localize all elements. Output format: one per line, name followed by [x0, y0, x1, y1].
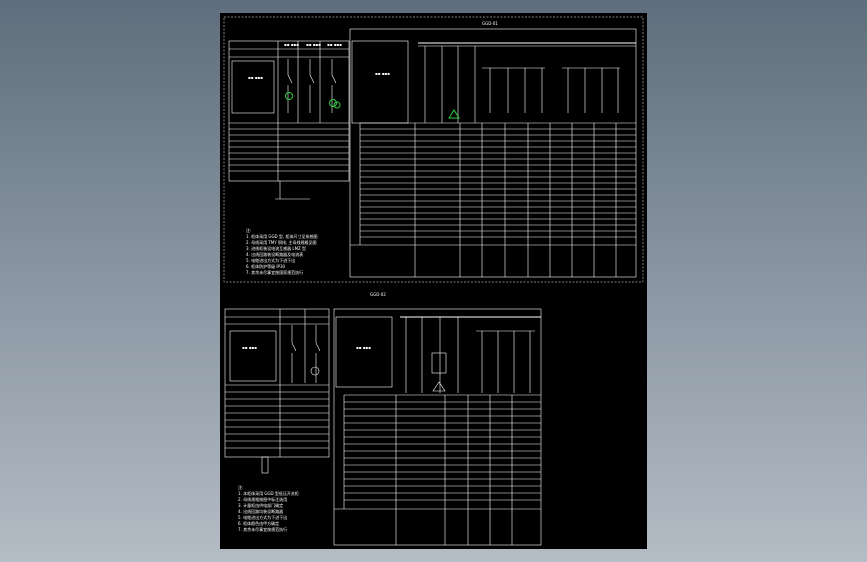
bottom-right-meter-label: ▪▪ ▪▪▪: [356, 345, 371, 350]
top-notes: 1. 柜体采用 GGD 型, 柜体尺寸见系统图 2. 母线采用 TMY 铜排, …: [246, 233, 317, 275]
bottom-note-7: 7. 其余未尽事宜按规范执行: [238, 526, 287, 532]
bottom-note-1: 1. 本柜体采用 GGD 型低压开关柜: [238, 490, 299, 496]
top-note-6: 6. 柜体防护等级 IP30: [246, 263, 285, 269]
top-left-table-rows: [229, 122, 349, 172]
top-note-2: 2. 母线采用 TMY 铜排, 主母线规格见图: [246, 239, 317, 245]
bottom-feeder-switches: [405, 317, 535, 393]
top-note-1: 1. 柜体采用 GGD 型, 柜体尺寸见系统图: [246, 233, 317, 239]
green-ct-symbols: [285, 92, 341, 109]
bottom-note-6: 6. 柜体颜色由甲方确定: [238, 520, 279, 526]
top-feeder-switches: [424, 46, 620, 123]
top-left-panel-frame: [228, 40, 350, 182]
bottom-notes-heading: 注:: [238, 484, 243, 490]
top-left-col-b: ▪▪ ▪▪▪: [306, 42, 321, 47]
bottom-note-2: 2. 母线规格按图中标注选用: [238, 496, 287, 502]
bottom-notes: 1. 本柜体采用 GGD 型低压开关柜 2. 母线规格按图中标注选用 3. 计量…: [238, 490, 299, 532]
bottom-left-panel-frame: [224, 308, 330, 458]
electrical-schematic: ▪▪ ▪▪▪ ▪▪ ▪▪▪ ▪▪ ▪▪▪ ▪▪ ▪▪▪ GGD-01 ▪▪ ▪▪…: [223, 16, 644, 546]
top-left-meter-label: ▪▪ ▪▪▪: [248, 75, 263, 80]
bottom-note-4: 4. 出线回路均装设断路器: [238, 508, 283, 514]
bottom-main-table: [334, 394, 541, 545]
bottom-drawing-title: GGD-02: [370, 292, 386, 297]
top-notes-heading: 注:: [246, 227, 251, 233]
top-left-switches: [287, 59, 337, 113]
bottom-left-meter-label: ▪▪ ▪▪▪: [242, 345, 257, 350]
top-note-3: 3. 进线柜装设电流互感器 LMZ 型: [246, 245, 306, 251]
top-main-table: [350, 122, 636, 277]
top-left-col-c: ▪▪ ▪▪▪: [327, 42, 342, 47]
cad-drawing-sheet: ▪▪ ▪▪▪ ▪▪ ▪▪▪ ▪▪ ▪▪▪ ▪▪ ▪▪▪ GGD-01 ▪▪ ▪▪…: [220, 13, 647, 549]
top-drawing-title: GGD-01: [482, 21, 498, 26]
top-left-col-a: ▪▪ ▪▪▪: [284, 42, 299, 47]
bottom-left-table-rows: [225, 384, 329, 449]
top-note-4: 4. 出线回路装设断路器及电流表: [246, 251, 303, 257]
bottom-note-5: 5. 电缆进出方式为下进下出: [238, 514, 287, 520]
green-transformer-symbol: [448, 109, 460, 119]
bottom-note-3: 3. 计量柜由供电部门确定: [238, 502, 283, 508]
top-note-7: 7. 其余未尽事宜按国家规范执行: [246, 269, 303, 275]
bottom-left-switches: [291, 325, 321, 383]
top-right-meter-label: ▪▪ ▪▪▪: [375, 71, 390, 76]
bottom-right-panel-frame: [333, 308, 542, 546]
top-drawing-border: [223, 16, 644, 283]
top-note-5: 5. 电缆进出方式为下进下出: [246, 257, 295, 263]
